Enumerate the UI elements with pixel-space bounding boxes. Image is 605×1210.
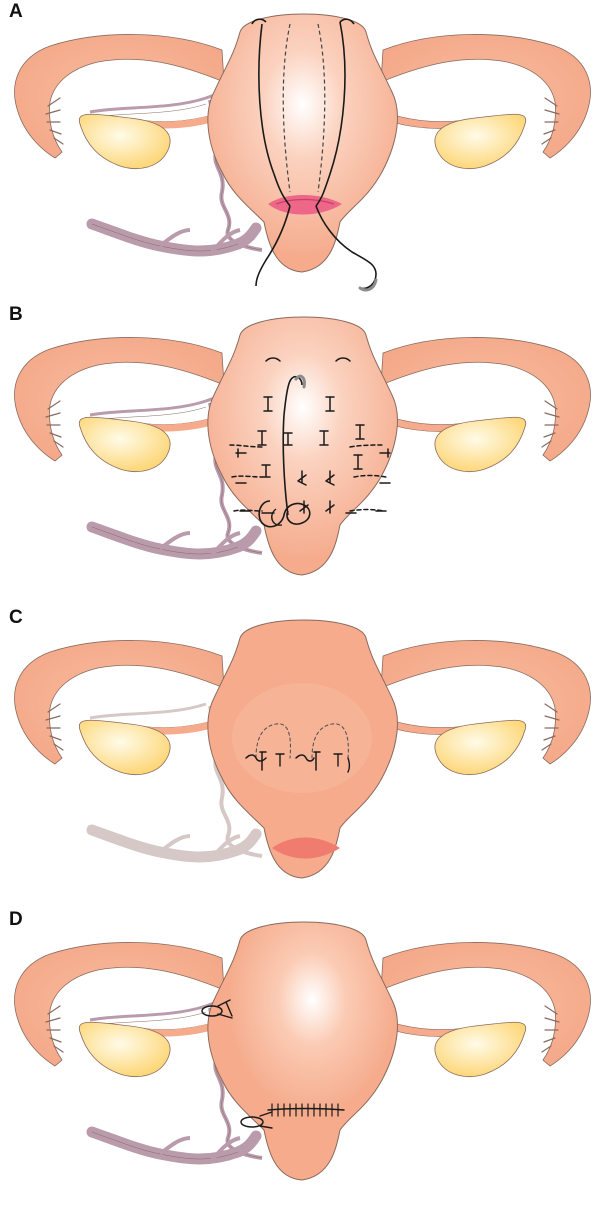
panel-c: C [0, 608, 605, 908]
uterus-compression-suture-placement-icon [0, 2, 605, 302]
uterus-multiple-square-sutures-icon [0, 305, 605, 605]
panel-b: B [0, 305, 605, 605]
uterus-vessel-ligation-sutures-icon [0, 608, 605, 908]
panel-a: A [0, 2, 605, 302]
panel-d: D [0, 910, 605, 1210]
uterus-artery-ligation-closed-incision-icon [0, 910, 605, 1210]
